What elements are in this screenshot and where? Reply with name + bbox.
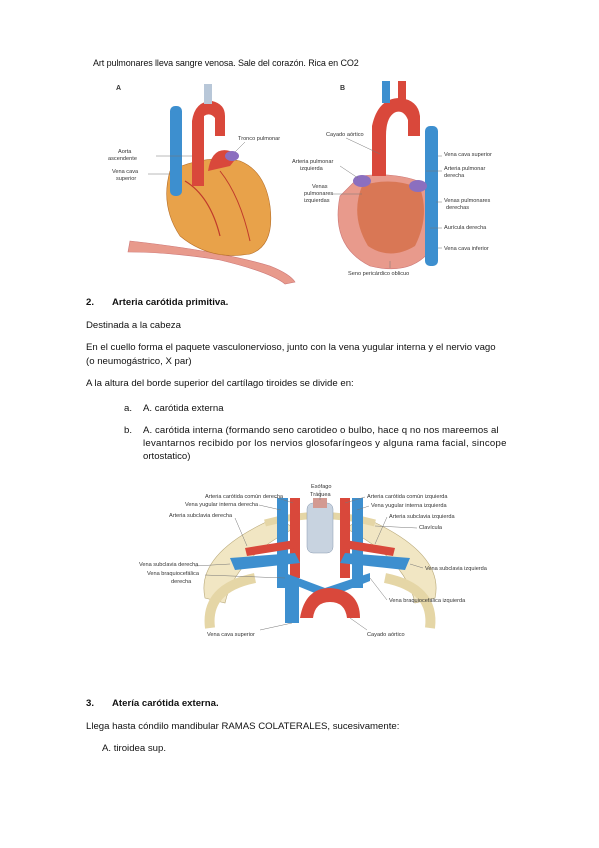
label-yugular-int-izq: Vena yugular interna izquierda bbox=[371, 503, 447, 509]
section-2-p3: A la altura del borde superior del cartí… bbox=[86, 378, 354, 389]
label-venas-pulm-izq-2: pulmonares bbox=[304, 191, 333, 197]
label-arteria-pulm-der-1: Arteria pulmonar bbox=[444, 166, 485, 172]
section-2-p2-line1: En el cuello forma el paquete vasculoner… bbox=[86, 342, 496, 353]
label-vena-cava-sup-1: Vena cava bbox=[112, 169, 139, 175]
label-carotida-comun-der: Arteria carótida común derecha bbox=[205, 494, 284, 500]
label-braquiocefalica-izq: Vena braquiocefálica izquierda bbox=[389, 598, 466, 604]
vena-cava-b bbox=[425, 126, 438, 266]
label-yugular-int-der: Vena yugular interna derecha bbox=[185, 502, 259, 508]
label-subclavia-vena-izq: Vena subclavia izquierda bbox=[425, 566, 488, 572]
section-2-p1: Destinada a la cabeza bbox=[86, 320, 181, 331]
intro-note: Art pulmonares lleva sangre venosa. Sale… bbox=[93, 58, 359, 68]
section-3-item1: A. tiroidea sup. bbox=[102, 743, 166, 754]
aortic-arch-shape bbox=[300, 588, 360, 618]
label-arteria-pulm-izq-1: Arteria pulmonar bbox=[292, 159, 333, 165]
right-carotid-shape bbox=[290, 498, 300, 578]
label-carotida-comun-izq: Arteria carótida común izquierda bbox=[367, 494, 448, 500]
section-3-p1: Llega hasta cóndilo mandibular RAMAS COL… bbox=[86, 721, 400, 732]
label-subclavia-art-der: Arteria subclavia derecha bbox=[169, 513, 233, 519]
label-vena-cava-inf: Vena cava inferior bbox=[444, 246, 489, 252]
section-2-p2-line2: (o neumogástrico, X par) bbox=[86, 356, 192, 367]
label-venas-pulm-izq-3: izquierdas bbox=[304, 198, 330, 204]
section-2-heading: 2. Arteria carótida primitiva. bbox=[86, 296, 228, 309]
label-vena-cava-sup-b: Vena cava superior bbox=[444, 152, 492, 158]
section-3-number: 3. bbox=[86, 698, 95, 709]
label-subclavia-vena-der: Vena subclavia derecha bbox=[139, 562, 199, 568]
heart-figure: A Tronco pulmonar Aorta ascendente Vena … bbox=[108, 81, 492, 285]
label-venas-pulm-der-1: Venas pulmonares bbox=[444, 198, 491, 204]
list-item-b: b. A. carótida interna (formando seno ca… bbox=[124, 424, 518, 464]
label-aorta-ascendente-1: Aorta bbox=[118, 149, 132, 155]
vena-cava-a bbox=[170, 106, 182, 196]
neck-vessels-figure: Esófago Tráquea Arteria carótida común d… bbox=[139, 484, 488, 638]
list-item-a-text: A. carótida externa bbox=[143, 403, 224, 414]
section-2-number: 2. bbox=[86, 297, 95, 308]
label-vena-cava-sup-2: superior bbox=[116, 176, 136, 182]
label-auricula-der: Aurícula derecha bbox=[444, 225, 487, 231]
list-item-a: a. A. carótida externa bbox=[124, 402, 514, 415]
panel-b-letter: B bbox=[340, 85, 345, 92]
label-cayado: Cayado aórtico bbox=[367, 632, 405, 638]
left-carotid-shape bbox=[340, 498, 350, 578]
label-seno-pericardico: Seno pericárdico oblicuo bbox=[348, 271, 409, 277]
aorta-b bbox=[372, 98, 420, 176]
list-item-b-line1: A. carótida interna (formando seno carot… bbox=[143, 425, 499, 436]
label-arteria-pulm-izq-2: izquierda bbox=[300, 166, 324, 172]
list-item-b-line2: levantarnos recibido por los nervios glo… bbox=[143, 438, 507, 449]
label-tronco-pulmonar: Tronco pulmonar bbox=[238, 136, 280, 142]
vena-cava-shape bbox=[285, 578, 299, 623]
label-traquea: Tráquea bbox=[310, 492, 332, 498]
label-venas-pulm-izq-1: Venas bbox=[312, 184, 328, 190]
list-item-a-marker: a. bbox=[124, 403, 133, 414]
label-braquiocefalica-der-2: derecha bbox=[171, 579, 192, 585]
label-aorta-ascendente-2: ascendente bbox=[108, 156, 137, 162]
label-clavicula: Clavícula bbox=[419, 525, 443, 531]
label-braquiocefalica-der-1: Vena braquiocefálica bbox=[147, 571, 200, 577]
list-item-b-line3: ortostatico) bbox=[143, 451, 191, 462]
trachea-shape bbox=[306, 502, 334, 554]
section-3-heading: 3. Atería carótida externa. bbox=[86, 697, 219, 710]
heart-a-shape bbox=[166, 158, 272, 256]
trachea-a bbox=[204, 84, 212, 104]
label-cayado-aortico: Cayado aórtico bbox=[326, 132, 364, 138]
list-item-b-marker: b. bbox=[124, 425, 133, 436]
section-2-title: Arteria carótida primitiva. bbox=[112, 297, 229, 308]
section-3-title: Atería carótida externa. bbox=[112, 698, 219, 709]
label-arteria-pulm-der-2: derecha bbox=[444, 173, 465, 179]
aorta-a bbox=[192, 101, 225, 186]
label-esofago: Esófago bbox=[311, 484, 332, 490]
label-venas-pulm-der-2: derechas bbox=[446, 205, 469, 211]
label-subclavia-art-izq: Arteria subclavia izquierda bbox=[389, 514, 455, 520]
panel-a-letter: A bbox=[116, 85, 121, 92]
label-cava-sup: Vena cava superior bbox=[207, 632, 255, 638]
